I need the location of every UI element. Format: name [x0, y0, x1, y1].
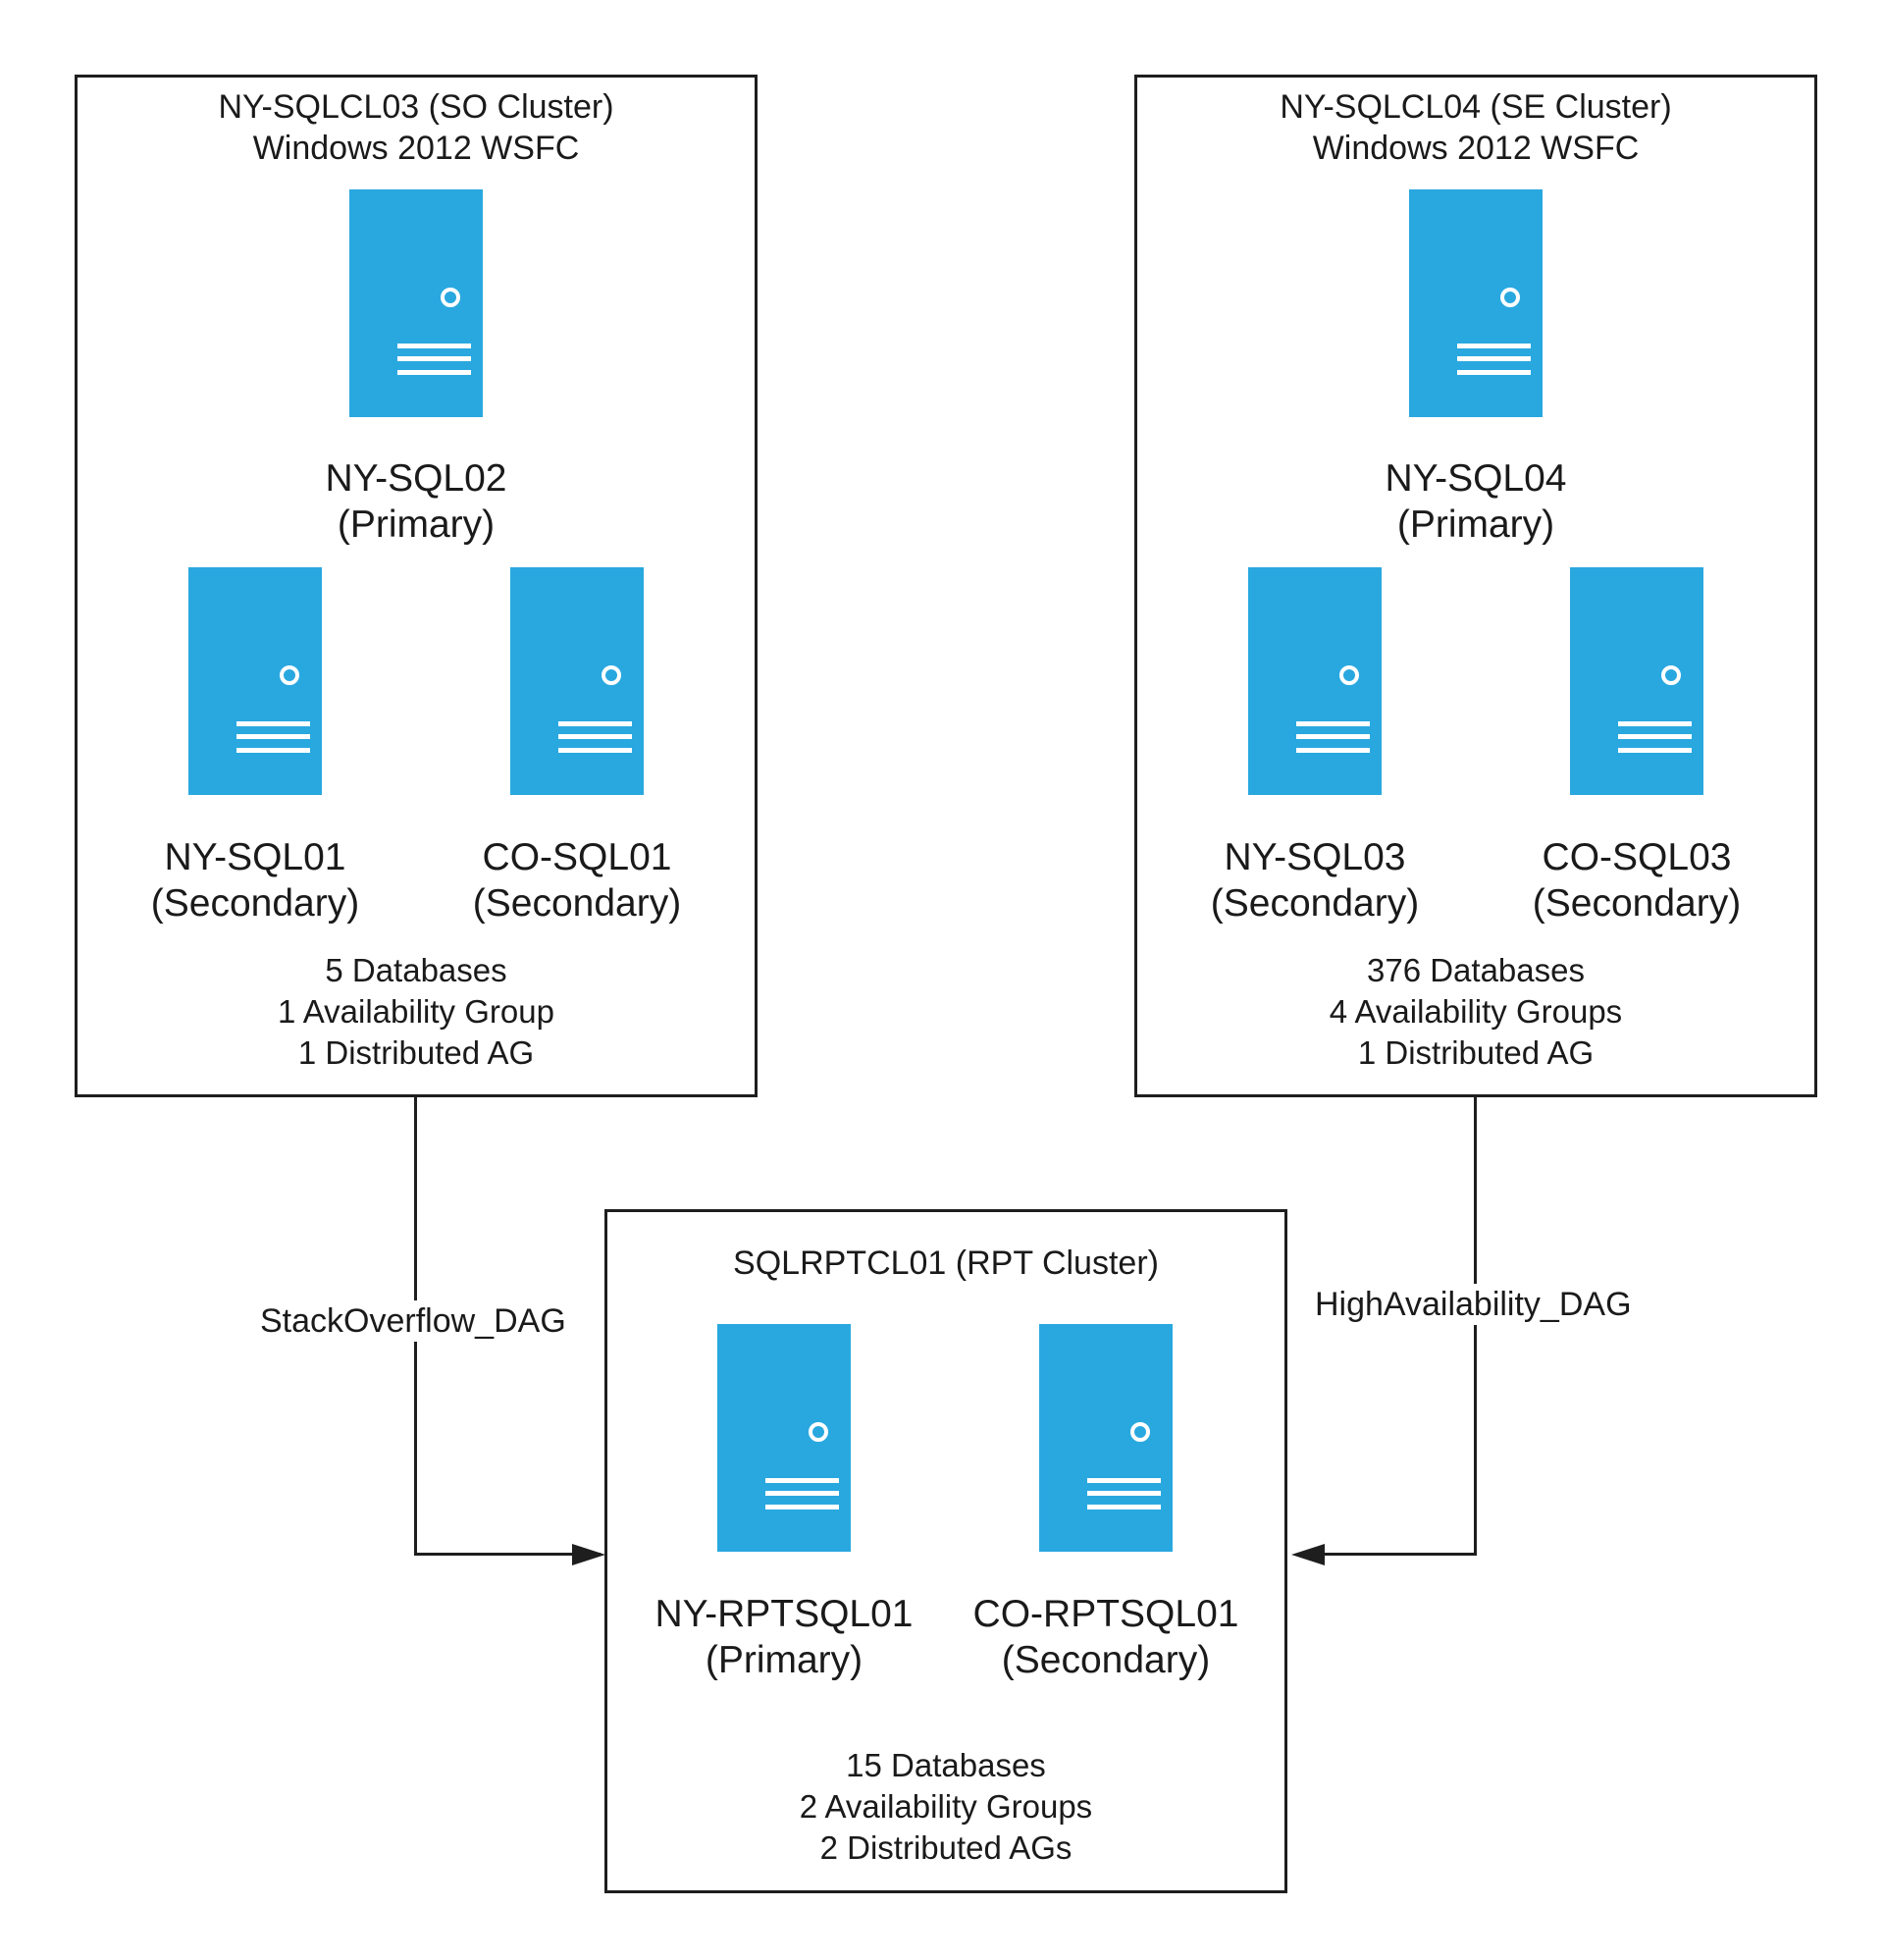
stat-line: 4 Availability Groups [1329, 993, 1623, 1030]
link-label-highavailability-dag: HighAvailability_DAG [1313, 1284, 1634, 1325]
server-tower-icon [1248, 567, 1382, 795]
stat-line: 1 Distributed AG [1357, 1034, 1595, 1071]
server-name: NY-SQL02 [325, 457, 507, 500]
stat-line: 1 Distributed AG [297, 1034, 535, 1071]
cluster-title: NY-SQLCL03 (SO Cluster) Windows 2012 WSF… [75, 86, 758, 169]
stat-line: 1 Availability Group [278, 993, 554, 1030]
server-label: CO-SQL01 (Secondary) [381, 834, 773, 927]
cluster-stats: 376 Databases 4 Availability Groups 1 Di… [1134, 950, 1817, 1074]
server-name: NY-SQL01 [164, 836, 346, 878]
arrowhead-icon [1291, 1544, 1325, 1565]
server-tower-icon [717, 1324, 851, 1552]
connector-right-horizontal [1324, 1553, 1477, 1556]
stat-line: 2 Availability Groups [799, 1788, 1093, 1825]
server-role: (Primary) [337, 503, 496, 546]
server-role: (Primary) [705, 1639, 864, 1681]
link-label-stackoverflow-dag: StackOverflow_DAG [258, 1300, 568, 1342]
server-tower-icon [349, 189, 483, 417]
server-name: NY-SQL04 [1385, 457, 1567, 500]
server-label: NY-SQL04 (Primary) [1280, 455, 1672, 548]
cluster-title-line: NY-SQLCL03 (SO Cluster) [218, 88, 614, 126]
server-label: NY-SQL01 (Secondary) [59, 834, 451, 927]
cluster-subtitle-line: Windows 2012 WSFC [252, 130, 580, 167]
server-role: (Secondary) [1210, 882, 1420, 925]
server-role: (Secondary) [1532, 882, 1742, 925]
server-label: NY-SQL02 (Primary) [220, 455, 612, 548]
stat-line: 376 Databases [1367, 952, 1585, 988]
server-tower-icon [1039, 1324, 1173, 1552]
server-tower-icon [510, 567, 644, 795]
server-name: CO-SQL03 [1542, 836, 1732, 878]
server-label: CO-RPTSQL01 (Secondary) [910, 1591, 1302, 1683]
cluster-stats: 15 Databases 2 Availability Groups 2 Dis… [604, 1745, 1287, 1869]
stat-line: 2 Distributed AGs [819, 1829, 1073, 1866]
stat-line: 5 Databases [325, 952, 507, 988]
arrowhead-icon [572, 1544, 605, 1565]
server-label: CO-SQL03 (Secondary) [1440, 834, 1833, 927]
connector-right-vertical [1474, 1094, 1477, 1556]
server-label: NY-RPTSQL01 (Primary) [588, 1591, 980, 1683]
cluster-title-line: SQLRPTCL01 (RPT Cluster) [733, 1245, 1159, 1282]
server-name: NY-SQL03 [1224, 836, 1406, 878]
server-role: (Secondary) [150, 882, 360, 925]
cluster-title: NY-SQLCL04 (SE Cluster) Windows 2012 WSF… [1134, 86, 1817, 169]
cluster-title-line: NY-SQLCL04 (SE Cluster) [1280, 88, 1672, 126]
server-tower-icon [188, 567, 322, 795]
stat-line: 15 Databases [846, 1747, 1046, 1783]
cluster-title: SQLRPTCL01 (RPT Cluster) [604, 1243, 1287, 1284]
server-tower-icon [1409, 189, 1543, 417]
server-label: NY-SQL03 (Secondary) [1119, 834, 1511, 927]
server-tower-icon [1570, 567, 1703, 795]
server-name: CO-RPTSQL01 [972, 1593, 1239, 1635]
server-name: NY-RPTSQL01 [654, 1593, 914, 1635]
server-role: (Secondary) [1001, 1639, 1211, 1681]
cluster-subtitle-line: Windows 2012 WSFC [1312, 130, 1640, 167]
server-name: CO-SQL01 [482, 836, 672, 878]
server-role: (Secondary) [472, 882, 682, 925]
connector-left-horizontal [414, 1553, 601, 1556]
server-role: (Primary) [1396, 503, 1555, 546]
cluster-stats: 5 Databases 1 Availability Group 1 Distr… [75, 950, 758, 1074]
